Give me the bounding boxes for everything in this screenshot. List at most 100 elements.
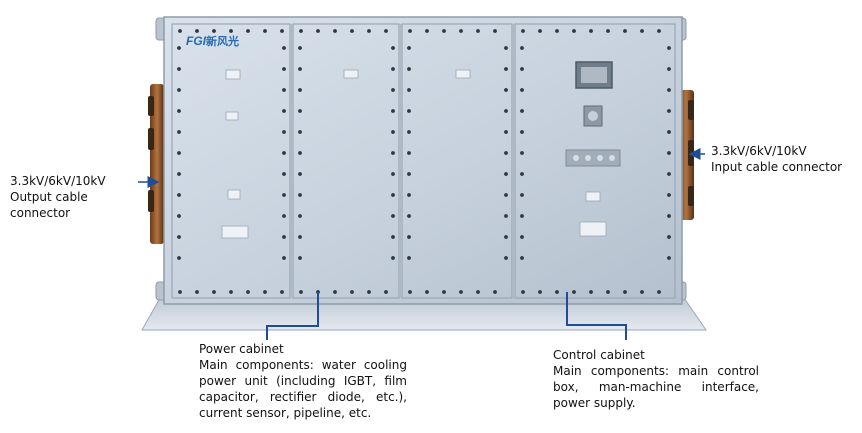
bolt-hole xyxy=(282,67,286,71)
bolt-hole xyxy=(391,151,395,155)
bolt-hole xyxy=(667,46,671,50)
bolt-hole xyxy=(298,88,302,92)
bolt-hole xyxy=(350,290,354,294)
bolt-hole xyxy=(442,290,446,294)
bolt-hole xyxy=(555,290,559,294)
bolt-hole xyxy=(177,46,181,50)
hmi-screen xyxy=(581,67,607,83)
bolt-hole xyxy=(407,67,411,71)
bolt-hole xyxy=(177,172,181,176)
bolt-hole xyxy=(298,151,302,155)
bolt-hole xyxy=(177,193,181,197)
bolt-hole xyxy=(282,193,286,197)
bolt-hole xyxy=(623,290,627,294)
bolt-hole xyxy=(195,290,199,294)
bolt-hole xyxy=(391,67,395,71)
bolt-hole xyxy=(177,109,181,113)
bolt-hole xyxy=(657,290,661,294)
bolt-hole xyxy=(657,29,661,33)
bolt-hole xyxy=(520,67,524,71)
bolt-hole xyxy=(623,29,627,33)
bolt-hole xyxy=(520,88,524,92)
bolt-hole xyxy=(407,130,411,134)
bolt-hole xyxy=(493,290,497,294)
bolt-hole xyxy=(177,214,181,218)
bolt-hole xyxy=(667,109,671,113)
control-cabinet-label: Control cabinet Main components: main co… xyxy=(553,347,759,411)
bolt-hole xyxy=(504,172,508,176)
bolt-hole xyxy=(408,290,412,294)
bolt-hole xyxy=(504,214,508,218)
bolt-hole xyxy=(246,290,250,294)
bolt-hole xyxy=(504,109,508,113)
bolt-hole xyxy=(282,88,286,92)
bolt-hole xyxy=(298,256,302,260)
bolt-hole xyxy=(459,29,463,33)
control-cabinet-title: Control cabinet xyxy=(553,348,645,362)
bolt-hole xyxy=(589,29,593,33)
bolt-hole xyxy=(384,290,388,294)
bolt-hole xyxy=(212,29,216,33)
bolt-hole xyxy=(504,67,508,71)
brand-logo: FGI新风光 xyxy=(186,33,239,49)
bolt-hole xyxy=(384,29,388,33)
name-plates xyxy=(221,69,607,239)
bolt-hole xyxy=(407,88,411,92)
bolt-hole xyxy=(476,29,480,33)
bolt-hole xyxy=(177,130,181,134)
selector-knob xyxy=(588,111,598,121)
bolt-hole xyxy=(407,214,411,218)
bolt-hole xyxy=(520,109,524,113)
bolt-hole xyxy=(333,29,337,33)
output-cable-gland xyxy=(148,84,164,244)
bolt-hole xyxy=(667,235,671,239)
bolt-hole xyxy=(407,109,411,113)
bolt-hole xyxy=(572,29,576,33)
bolt-hole xyxy=(367,29,371,33)
bolt-hole xyxy=(280,290,284,294)
bolt-hole xyxy=(391,46,395,50)
bolt-hole xyxy=(504,235,508,239)
input-connector-label: 3.3kV/6kV/10kV Input cable connector xyxy=(711,143,851,175)
bolt-hole xyxy=(391,193,395,197)
bolt-hole xyxy=(520,151,524,155)
bolt-hole xyxy=(667,172,671,176)
bolt-hole xyxy=(407,172,411,176)
bolt-hole xyxy=(229,290,233,294)
brand-logo-chinese: 新风光 xyxy=(206,36,239,48)
indicator-lamps xyxy=(573,155,615,161)
bolt-hole xyxy=(606,29,610,33)
bolt-hole xyxy=(493,29,497,33)
bolt-hole xyxy=(177,151,181,155)
bolt-hole xyxy=(572,290,576,294)
bolt-hole xyxy=(282,151,286,155)
bolt-hole xyxy=(299,290,303,294)
control-cabinet-components: Main components: main control box, man-m… xyxy=(553,364,759,410)
bolt-hole xyxy=(520,214,524,218)
input-connector-voltage: 3.3kV/6kV/10kV xyxy=(711,144,807,158)
bolt-hole xyxy=(246,29,250,33)
bolt-hole xyxy=(425,290,429,294)
bolt-hole xyxy=(282,46,286,50)
bolt-hole xyxy=(177,235,181,239)
bolt-hole xyxy=(391,109,395,113)
bolt-hole xyxy=(425,29,429,33)
bolt-hole xyxy=(521,29,525,33)
power-cabinet-components: Main components: water cooling power uni… xyxy=(199,358,407,420)
bolt-hole xyxy=(407,193,411,197)
output-connector-label: 3.3kV/6kV/10kV Output cable connector xyxy=(10,173,150,221)
bolt-hole xyxy=(407,151,411,155)
bolt-hole xyxy=(504,46,508,50)
bolt-hole xyxy=(667,214,671,218)
bolt-hole xyxy=(504,88,508,92)
bolt-hole xyxy=(667,130,671,134)
bolt-hole xyxy=(178,290,182,294)
bolt-hole xyxy=(504,193,508,197)
bolt-hole xyxy=(391,172,395,176)
bolt-hole xyxy=(407,256,411,260)
bolt-hole xyxy=(298,214,302,218)
bolt-hole xyxy=(520,235,524,239)
bolt-hole xyxy=(298,193,302,197)
